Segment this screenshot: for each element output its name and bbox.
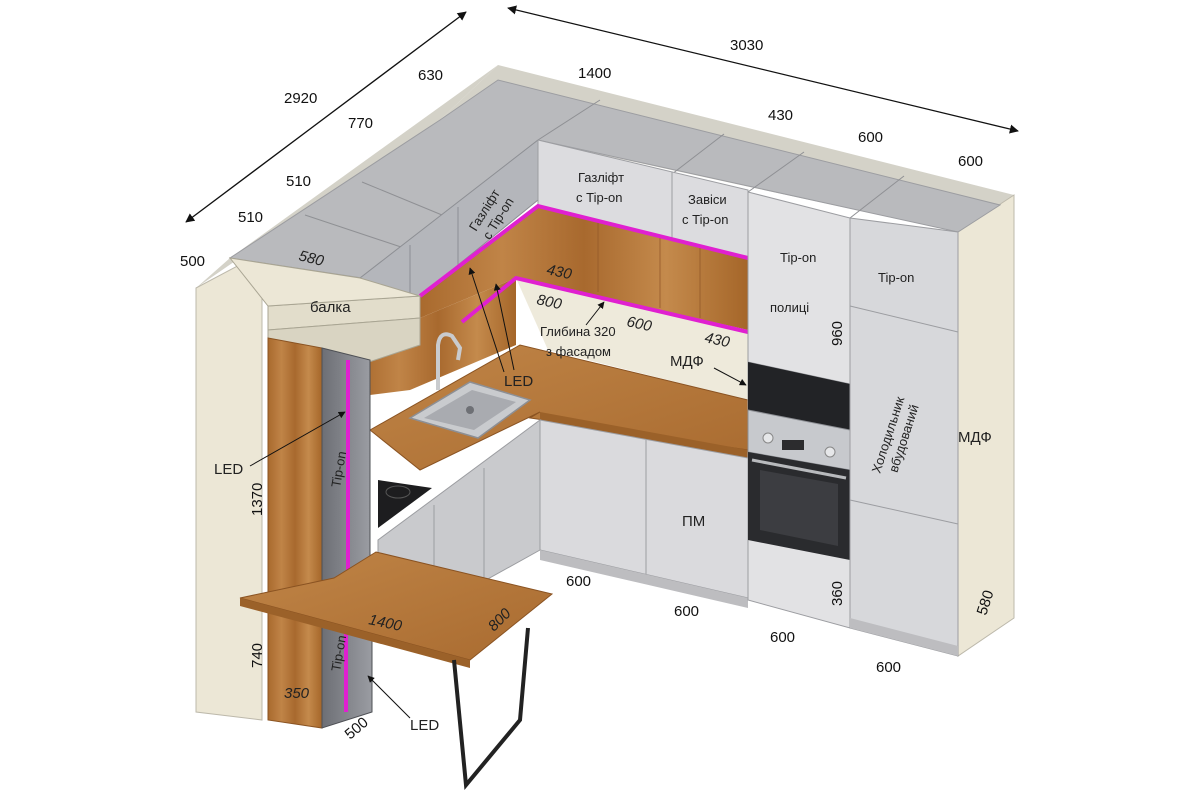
- top-divider: [747, 151, 805, 193]
- dimension-line-right: [507, 5, 1019, 134]
- dim-overall-left: 2920: [284, 90, 317, 107]
- gaslift-top-line1: Газліфт: [578, 170, 624, 185]
- fridge-plinth: [850, 618, 958, 656]
- dim-top-1400: 1400: [578, 65, 611, 82]
- faucet: [436, 332, 463, 390]
- led-bottom-label: LED: [410, 717, 439, 734]
- leader-led-bottom: [367, 675, 411, 719]
- dimension-line-left: [185, 11, 467, 223]
- gaslift-top-line2: с Tip-on: [576, 190, 622, 205]
- dim-top-630: 630: [418, 67, 443, 84]
- dim-base-360: 360: [829, 581, 846, 606]
- dim-height-1370: 1370: [249, 483, 266, 516]
- dim-right-580: 580: [974, 588, 998, 617]
- led-left-label: LED: [214, 461, 243, 478]
- dim-counter-430b: 430: [703, 329, 732, 351]
- oven-knob: [824, 446, 836, 458]
- dim-counter-600: 600: [625, 313, 654, 335]
- leader-led-top-2: [493, 283, 515, 371]
- dim-top-600b: 600: [958, 153, 983, 170]
- cooktop-burner: [385, 485, 411, 499]
- cabinet-seam: [849, 499, 959, 525]
- tipon-fridge-label: Tip-on: [878, 270, 914, 285]
- bar-leg: [452, 627, 530, 790]
- beam-front: [228, 257, 421, 307]
- dim-oven-960: 960: [829, 321, 846, 346]
- mdf-right-label: МДФ: [958, 429, 992, 446]
- leader-depth: [585, 301, 605, 326]
- dim-overall-right: 3030: [730, 37, 763, 54]
- dim-left-770: 770: [348, 115, 373, 132]
- dim-counter-800: 800: [535, 291, 564, 313]
- mdf-center-label: МДФ: [670, 353, 704, 370]
- oven-handle: [751, 458, 847, 480]
- dim-left-510b: 510: [238, 209, 263, 226]
- led-strip-upper: [418, 203, 749, 298]
- bar-counter-edge: [240, 598, 470, 668]
- leader-led-top-1: [468, 267, 505, 373]
- shelves-label: полиці: [770, 300, 809, 315]
- tipon-column-label: Tip-on: [328, 450, 349, 488]
- dim-col-350: 350: [284, 685, 310, 702]
- dim-height-740: 740: [249, 643, 266, 668]
- tipon-column-low-label: Tip-on: [328, 634, 349, 672]
- dishwasher-label: ПМ: [682, 513, 705, 530]
- oven-display: [782, 440, 804, 450]
- microwave: [748, 362, 850, 430]
- depth-label-line2: з фасадом: [546, 344, 611, 359]
- oven-window: [760, 470, 838, 546]
- dim-beam-580: 580: [297, 247, 326, 270]
- dim-top-600a: 600: [858, 129, 883, 146]
- top-divider: [304, 214, 411, 251]
- right-wall: [957, 194, 1015, 657]
- dim-left-500: 500: [180, 253, 205, 270]
- cooktop: [378, 480, 432, 528]
- dim-counter-430: 430: [545, 261, 574, 283]
- led-strip-lower: [460, 275, 749, 334]
- dim-bottom-600b: 600: [674, 603, 699, 620]
- dim-bottom-600a: 600: [566, 573, 591, 590]
- top-divider: [537, 99, 601, 141]
- wood-column: [267, 337, 323, 729]
- countertop-edge: [540, 412, 748, 458]
- leader-mdf: [713, 367, 747, 386]
- top-divider: [671, 133, 725, 175]
- led-top-label: LED: [504, 373, 533, 390]
- dim-top-430: 430: [768, 107, 793, 124]
- top-divider: [849, 175, 905, 219]
- dim-left-510a: 510: [286, 173, 311, 190]
- beam-label: балка: [310, 299, 351, 316]
- dim-bottom-600c: 600: [770, 629, 795, 646]
- hinges-line1: Завіси: [688, 192, 727, 207]
- backsplash-wood: [420, 206, 748, 330]
- niche-back: [516, 278, 748, 400]
- leader-led-left: [249, 411, 346, 467]
- hinges-line2: с Tip-on: [682, 212, 728, 227]
- top-divider: [361, 181, 443, 216]
- depth-label-line1: Глибина 320: [540, 324, 616, 339]
- sink-drain: [466, 406, 474, 414]
- plinth: [540, 550, 748, 608]
- dim-bar-1400: 1400: [367, 611, 404, 635]
- cabinet-seam: [849, 305, 959, 333]
- tipon-tall-label: Tip-on: [780, 250, 816, 265]
- oven-knob: [762, 432, 774, 444]
- dim-bottom-600d: 600: [876, 659, 901, 676]
